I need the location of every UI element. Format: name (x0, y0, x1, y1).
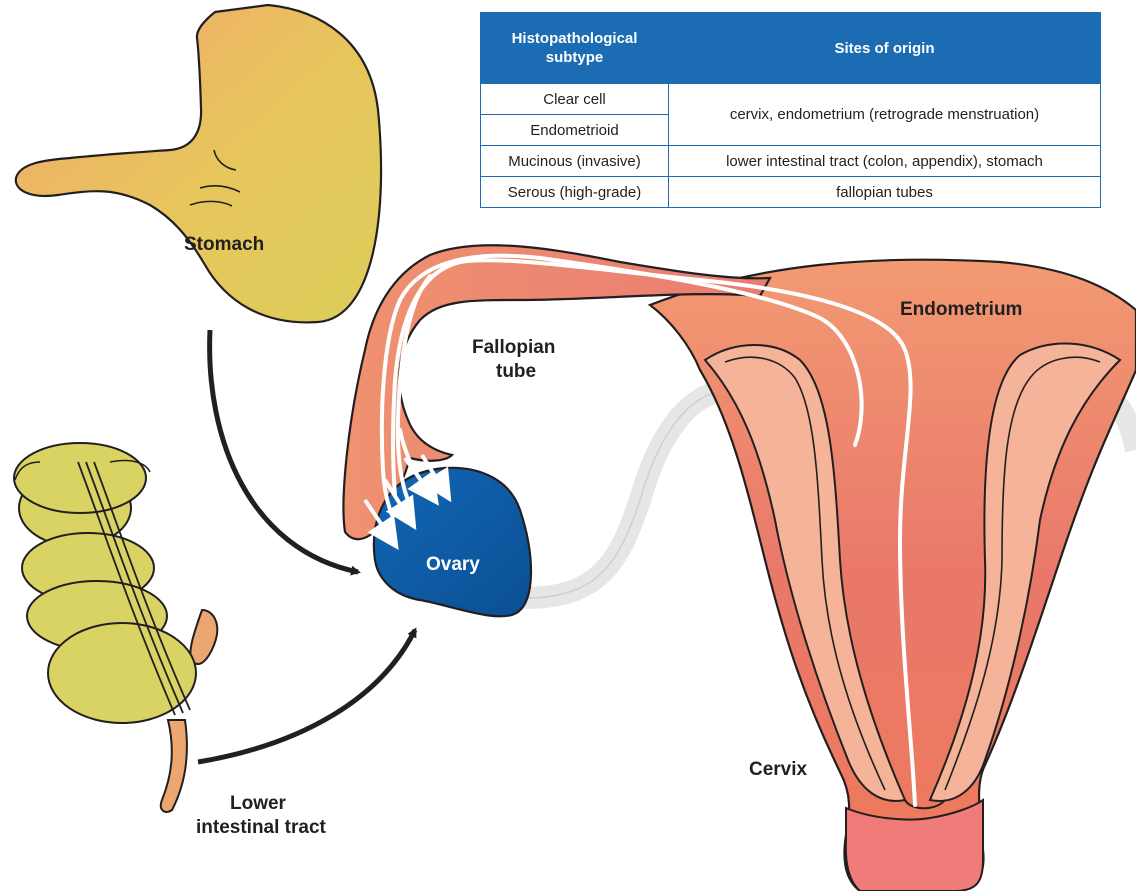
colon-segment-0 (14, 443, 146, 513)
endometrium-label: Endometrium (900, 298, 1022, 321)
fallopian-label-1: Fallopian (472, 336, 555, 359)
fallopian-label-2: tube (496, 360, 536, 383)
ovarian-ligament (525, 390, 725, 598)
table-cell-site: cervix, endometrium (retrograde menstrua… (669, 84, 1101, 146)
ovary-label: Ovary (426, 553, 480, 576)
stomach-label: Stomach (184, 233, 264, 256)
table-header-row: Histopathological subtype Sites of origi… (481, 13, 1101, 84)
ovarian-ligament-outline (525, 390, 725, 598)
table-row: Mucinous (invasive) lower intestinal tra… (481, 146, 1101, 177)
table-cell-subtype: Endometrioid (481, 115, 669, 146)
stomach (16, 5, 381, 322)
table-cell-site: lower intestinal tract (colon, appendix)… (669, 146, 1101, 177)
rectum-tail (161, 720, 187, 812)
table-cell-subtype: Mucinous (invasive) (481, 146, 669, 177)
table-cell-subtype: Serous (high-grade) (481, 177, 669, 208)
subtype-origin-table: Histopathological subtype Sites of origi… (480, 12, 1101, 208)
table-cell-subtype: Clear cell (481, 84, 669, 115)
table-cell-site: fallopian tubes (669, 177, 1101, 208)
lower-intestinal-label-2: intestinal tract (196, 816, 326, 839)
ovary (374, 468, 531, 617)
cervix-label: Cervix (749, 758, 807, 781)
table-row: Serous (high-grade) fallopian tubes (481, 177, 1101, 208)
appendix (190, 610, 217, 664)
stomach-body (16, 5, 381, 322)
arrow-intestine-to-ovary (198, 630, 415, 762)
lower-intestinal-label-1: Lower (230, 792, 286, 815)
arrow-stomach-to-ovary (210, 330, 358, 572)
table-header-sites: Sites of origin (669, 13, 1101, 84)
lower-intestinal-tract (14, 443, 217, 812)
table-row: Clear cell cervix, endometrium (retrogra… (481, 84, 1101, 115)
table-header-subtype: Histopathological subtype (481, 13, 669, 84)
uterus (650, 260, 1136, 891)
